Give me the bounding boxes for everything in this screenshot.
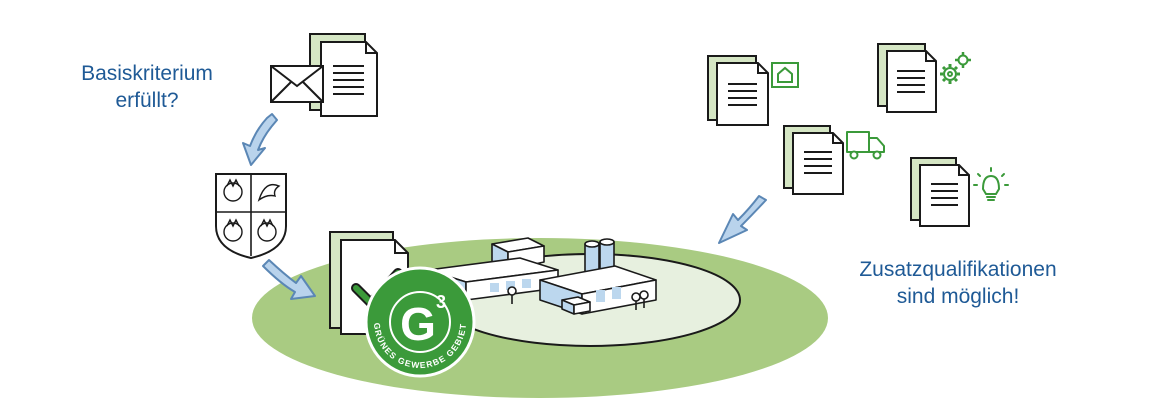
arrow-letter-to-authority bbox=[242, 113, 278, 166]
coat-of-arms-icon bbox=[215, 173, 287, 260]
document-housing bbox=[707, 55, 799, 126]
arrow-qualifications-to-area bbox=[718, 195, 767, 244]
document-logistics bbox=[783, 125, 885, 195]
house-icon bbox=[771, 62, 799, 88]
basis-label-line1: Basiskriterium bbox=[81, 62, 213, 85]
g3-seal-badge: G 3 GRÜNES GEWERBE GEBIET bbox=[364, 266, 476, 378]
basis-question-label: Basiskriterium erfüllt? bbox=[58, 60, 236, 114]
application-letter-stack bbox=[270, 33, 378, 117]
gears-icon bbox=[940, 52, 971, 84]
basis-label-line2: erfüllt? bbox=[115, 89, 179, 112]
arrow-authority-to-certificate bbox=[262, 259, 316, 300]
additional-qualifications-label: Zusatzqualifikationen sind möglich! bbox=[838, 256, 1078, 310]
zusatz-label-line1: Zusatzqualifikationen bbox=[859, 258, 1057, 281]
document-technology bbox=[877, 43, 971, 113]
zusatz-label-line2: sind möglich! bbox=[896, 285, 1020, 308]
seal-mark: G bbox=[400, 298, 436, 350]
document-innovation bbox=[910, 157, 1009, 227]
truck-icon bbox=[846, 131, 885, 160]
seal-superscript: 3 bbox=[436, 292, 446, 312]
lightbulb-icon bbox=[973, 167, 1009, 201]
envelope-icon bbox=[270, 65, 324, 103]
